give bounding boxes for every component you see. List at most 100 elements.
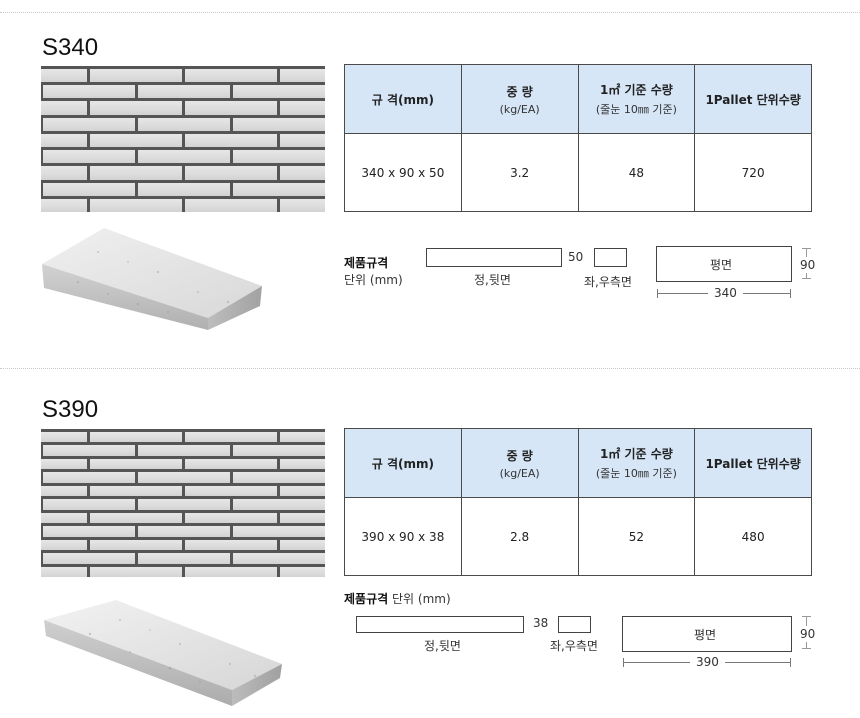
brick bbox=[41, 133, 87, 148]
brick bbox=[90, 539, 182, 551]
brick-row bbox=[41, 150, 325, 164]
diagram-unit: 단위 (mm) bbox=[344, 273, 403, 287]
brick bbox=[185, 458, 277, 470]
brick bbox=[280, 458, 325, 470]
plan-view-label: 평면 bbox=[710, 258, 733, 272]
brick bbox=[232, 526, 325, 537]
brick bbox=[41, 101, 87, 115]
product-title: S340 bbox=[42, 34, 99, 61]
brick-pattern-image bbox=[41, 429, 325, 577]
brick bbox=[185, 133, 277, 148]
brick bbox=[280, 485, 325, 497]
brick bbox=[137, 150, 230, 164]
front-height-label: 38 bbox=[533, 616, 549, 630]
brick bbox=[41, 432, 87, 443]
brick bbox=[90, 166, 182, 180]
brick bbox=[41, 458, 87, 470]
brick bbox=[42, 85, 135, 99]
brick bbox=[280, 198, 325, 212]
cell-spec: 340 x 90 x 50 bbox=[344, 133, 462, 212]
table-row: 390 x 90 x 38 2.8 52 480 bbox=[344, 497, 812, 576]
brick bbox=[185, 485, 277, 497]
spec-table: 규 격(mm) 중 량(kg/EA) 1㎡ 기준 수량(줄눈 10㎜ 기준) 1… bbox=[344, 64, 812, 212]
cell-weight: 3.2 bbox=[460, 133, 579, 212]
front-height-label: 50 bbox=[568, 250, 584, 264]
header-weight: 중 량(kg/EA) bbox=[460, 428, 579, 498]
brick bbox=[185, 512, 277, 524]
brick-row bbox=[41, 458, 325, 470]
brick bbox=[280, 101, 325, 115]
brick bbox=[42, 182, 135, 196]
cell-spec: 390 x 90 x 38 bbox=[344, 497, 462, 576]
brick bbox=[185, 101, 277, 115]
brick bbox=[41, 512, 87, 524]
header-per-pallet: 1Pallet 단위수량 bbox=[694, 64, 812, 134]
brick bbox=[90, 432, 182, 443]
brick-row bbox=[41, 566, 325, 577]
header-per-m2: 1㎡ 기준 수량(줄눈 10㎜ 기준) bbox=[577, 428, 696, 498]
brick-row bbox=[41, 69, 325, 83]
cell-per-pallet: 720 bbox=[694, 133, 812, 212]
brick bbox=[41, 198, 87, 212]
side-view-box bbox=[558, 616, 591, 633]
plan-view-label: 평면 bbox=[694, 628, 717, 642]
brick bbox=[280, 566, 325, 577]
plan-view-box bbox=[622, 616, 792, 652]
plan-length-label: 340 bbox=[708, 286, 743, 300]
brick bbox=[42, 150, 135, 164]
brick bbox=[280, 69, 325, 83]
diagram-caption: 제품규격 단위 (mm) bbox=[344, 590, 451, 607]
brick bbox=[185, 198, 277, 212]
diagram-label: 제품규격 bbox=[344, 256, 389, 270]
brick-row bbox=[41, 182, 325, 196]
length-dimension-tick bbox=[623, 658, 624, 667]
brick bbox=[42, 553, 135, 564]
width-dimension-tick bbox=[802, 616, 811, 617]
brick bbox=[90, 133, 182, 148]
brick bbox=[232, 150, 325, 164]
brick bbox=[42, 526, 135, 537]
brick bbox=[41, 166, 87, 180]
brick bbox=[137, 85, 230, 99]
brick bbox=[232, 499, 325, 510]
brick-row bbox=[41, 117, 325, 131]
plan-length-label: 390 bbox=[690, 655, 725, 669]
header-spec: 규 격(mm) bbox=[344, 428, 462, 498]
brick bbox=[232, 445, 325, 456]
brick bbox=[90, 458, 182, 470]
brick bbox=[90, 566, 182, 577]
brick bbox=[185, 539, 277, 551]
front-view-label: 정,뒷면 bbox=[424, 639, 461, 653]
brick bbox=[90, 485, 182, 497]
stone-block-image bbox=[44, 600, 282, 706]
brick-row bbox=[41, 133, 325, 148]
width-dimension-tick bbox=[802, 248, 811, 249]
width-dimension-tick bbox=[802, 648, 811, 649]
brick bbox=[137, 117, 230, 131]
brick bbox=[185, 166, 277, 180]
brick-row bbox=[41, 539, 325, 551]
brick bbox=[137, 553, 230, 564]
brick bbox=[41, 485, 87, 497]
brick bbox=[280, 133, 325, 148]
brick bbox=[90, 69, 182, 83]
brick-row bbox=[41, 526, 325, 537]
cell-per-pallet: 480 bbox=[694, 497, 812, 576]
brick-row bbox=[41, 85, 325, 99]
cell-per-m2: 48 bbox=[577, 133, 696, 212]
side-view-label: 좌,우측면 bbox=[550, 639, 598, 653]
front-view-box bbox=[356, 616, 524, 633]
side-view-box bbox=[594, 248, 627, 267]
brick-row bbox=[41, 445, 325, 456]
width-dimension-tick bbox=[802, 278, 811, 279]
brick bbox=[137, 526, 230, 537]
brick-row bbox=[41, 198, 325, 212]
brick bbox=[137, 499, 230, 510]
stone-block-image bbox=[42, 228, 262, 330]
brick-row bbox=[41, 432, 325, 443]
length-dimension-tick bbox=[790, 289, 791, 298]
brick bbox=[137, 445, 230, 456]
brick bbox=[185, 69, 277, 83]
brick bbox=[232, 553, 325, 564]
section-divider bbox=[0, 368, 860, 369]
